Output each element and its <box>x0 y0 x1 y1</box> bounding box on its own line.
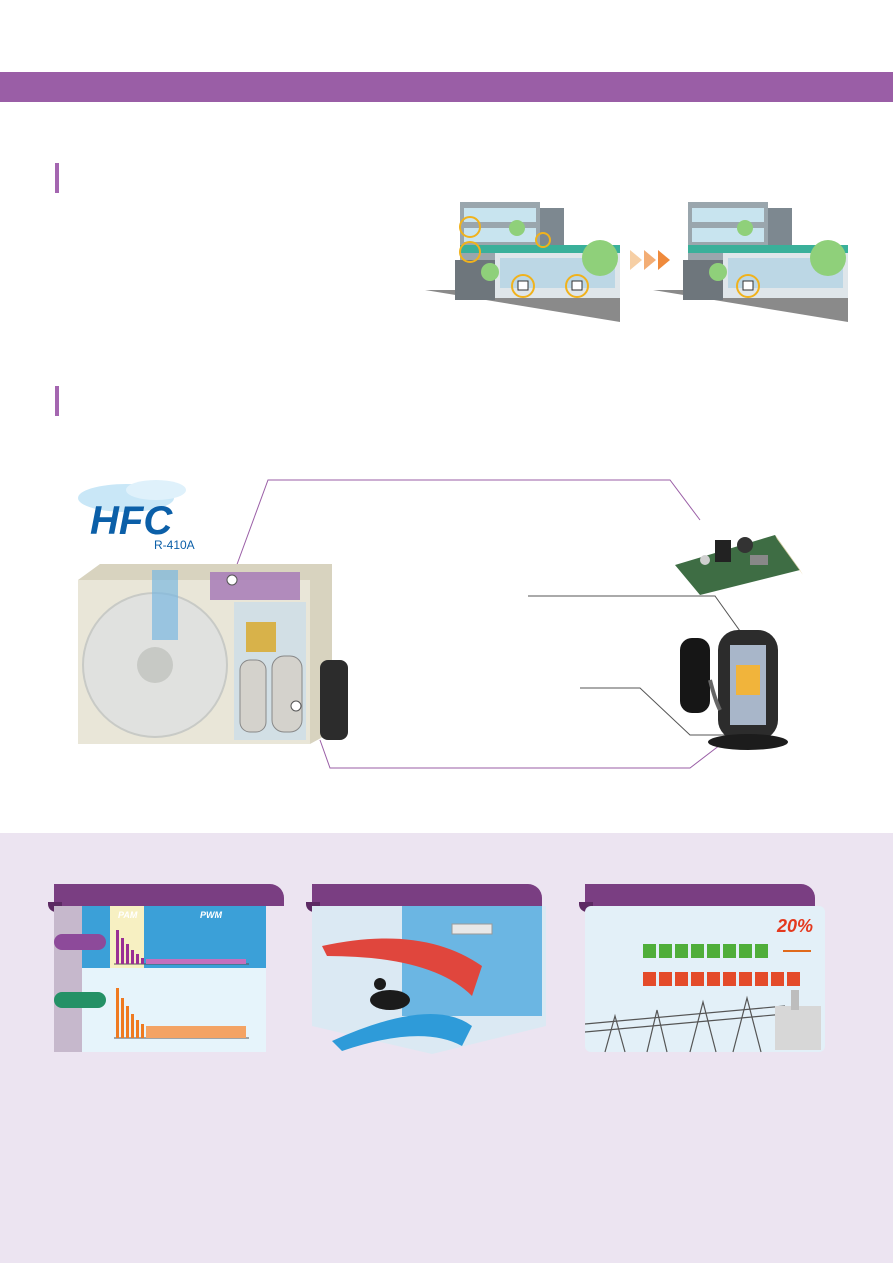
panel-tab <box>579 884 815 912</box>
pwm-label: PWM <box>200 910 222 920</box>
panel-tab <box>306 884 542 912</box>
section-accent-2 <box>55 386 59 416</box>
saving-percent: 20% <box>776 916 813 936</box>
header-band <box>0 72 893 102</box>
building-before <box>425 202 620 322</box>
panel-pam-pwm: PAM PWM <box>48 884 284 1054</box>
building-after <box>653 202 848 322</box>
circuit-board-illustration <box>675 535 803 595</box>
panel-energy: 20% <box>579 884 825 1054</box>
pam-label: PAM <box>118 910 138 920</box>
callout-lines <box>231 479 746 769</box>
panel-tab <box>48 884 284 912</box>
energy-illustration: 20% <box>585 906 825 1053</box>
building-comparison-illustration <box>425 202 848 322</box>
pam-pwm-chart: PAM PWM <box>54 906 266 1052</box>
refrigerant-label: R-410A <box>154 538 195 552</box>
outdoor-unit-illustration <box>78 564 348 744</box>
compressor-illustration <box>680 630 788 750</box>
comfort-illustration <box>312 906 546 1054</box>
section-accent-1 <box>55 163 59 193</box>
hfc-logo: HFC <box>78 480 186 543</box>
hfc-logo-text: HFC <box>90 499 173 543</box>
panel-comfort <box>306 884 546 1054</box>
